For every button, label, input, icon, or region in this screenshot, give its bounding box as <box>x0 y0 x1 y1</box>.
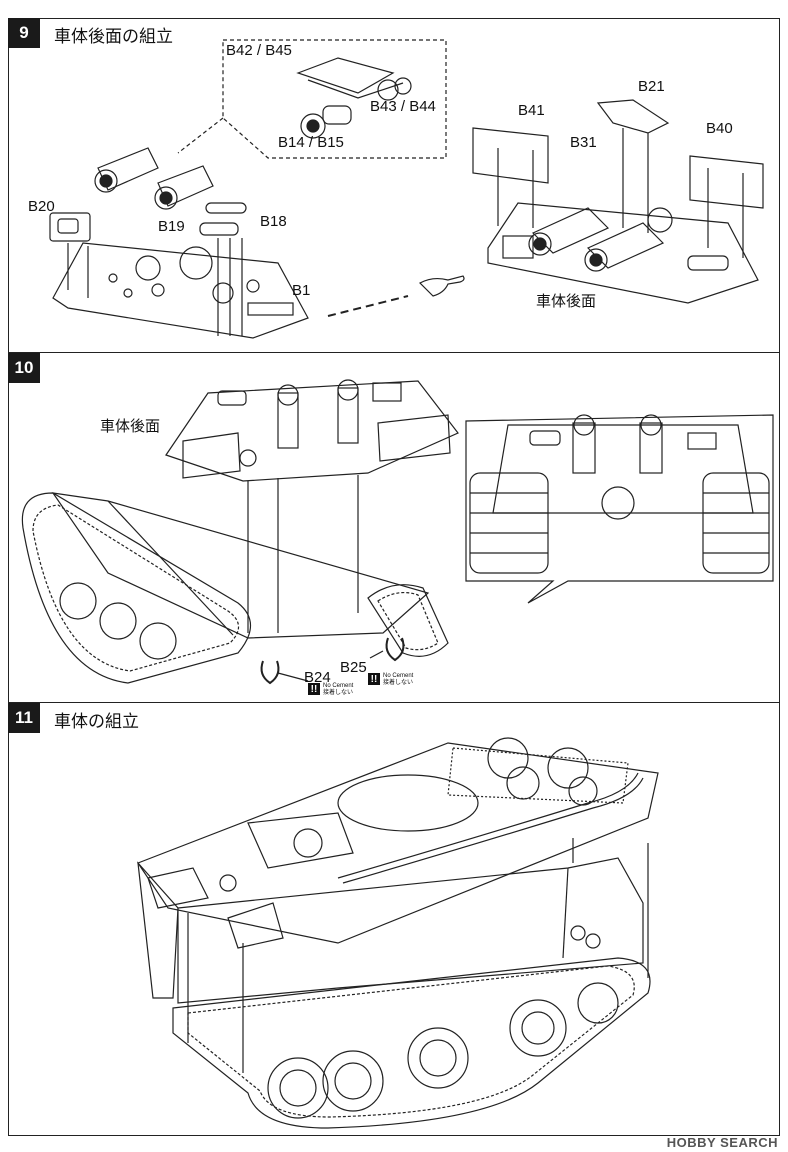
label-b24: B24 <box>304 669 331 686</box>
warning-line-1: No Cement <box>383 673 414 679</box>
step-9-title: 車体後面の組立 <box>54 27 173 47</box>
label-b25: B25 <box>340 659 367 676</box>
step-10-badge: 10 <box>8 353 40 383</box>
page-frame <box>8 18 780 1136</box>
warning-line-2: 接着しない <box>383 680 414 686</box>
warning-icon: !! <box>368 673 380 685</box>
label-b20: B20 <box>28 198 55 215</box>
step-9-section: 9 車体後面の組立 <box>8 18 780 353</box>
label-b19: B19 <box>158 218 185 235</box>
warning-icon: !! <box>308 683 320 695</box>
label-b41: B41 <box>518 102 545 119</box>
label-b42-b45: B42 / B45 <box>226 42 292 59</box>
step-9-caption: 車体後面 <box>536 292 597 310</box>
label-b31: B31 <box>570 134 597 151</box>
step-11-illustration <box>137 737 659 1129</box>
warning-line-2: 接着しない <box>323 690 354 696</box>
label-b14-b15: B14 / B15 <box>278 134 344 151</box>
step-9-illustration <box>49 39 764 339</box>
step-11-title: 車体の組立 <box>54 712 139 732</box>
step-10-illustration <box>21 379 774 685</box>
warning-line-1: No Cement <box>323 683 354 689</box>
label-b40: B40 <box>706 120 733 137</box>
no-cement-warning: !! No Cement 接着しない <box>368 673 413 687</box>
step-11-section: 11 車体の組立 <box>8 703 780 1136</box>
no-cement-warning: !! No Cement 接着しない <box>308 683 353 697</box>
label-b18: B18 <box>260 213 287 230</box>
label-b1: B1 <box>292 282 311 299</box>
watermark: HOBBY SEARCH <box>666 1135 778 1150</box>
label-b21: B21 <box>638 78 665 95</box>
step-11-badge: 11 <box>8 703 40 733</box>
step-10-section: 10 <box>8 353 780 703</box>
step-9-badge: 9 <box>8 18 40 48</box>
step-10-caption: 車体後面 <box>100 417 161 435</box>
label-b43-b44: B43 / B44 <box>370 98 436 115</box>
